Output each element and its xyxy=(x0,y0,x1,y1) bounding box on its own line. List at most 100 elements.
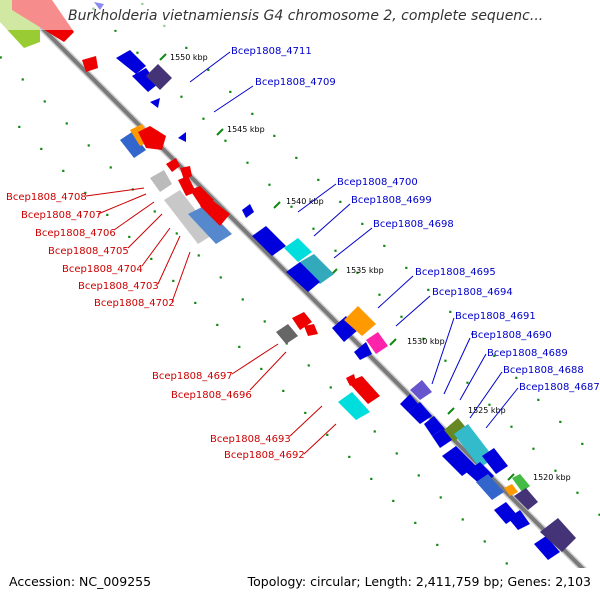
track-dot xyxy=(598,513,600,516)
gene-arrow xyxy=(188,206,232,244)
gene-arrow xyxy=(146,64,172,90)
track-dot xyxy=(515,376,518,379)
gene-arrow xyxy=(348,376,380,404)
tick-label: 1540 kbp xyxy=(286,197,324,206)
track-dot xyxy=(493,354,496,357)
gene-label: Bcep1808_4696 xyxy=(171,390,252,401)
track-dot xyxy=(405,266,408,269)
track-dot xyxy=(471,332,474,335)
track-dot xyxy=(436,543,439,547)
track-dot xyxy=(43,100,46,103)
gene-arrow xyxy=(338,392,370,420)
track-dot xyxy=(422,337,425,340)
gene-arrow xyxy=(534,536,560,560)
gene-label: Bcep1808_4695 xyxy=(415,267,496,278)
track-dot xyxy=(461,518,464,521)
track-dot xyxy=(185,46,188,49)
tick-mark xyxy=(447,407,455,415)
gene-arrow xyxy=(508,510,530,530)
track-dot xyxy=(392,499,395,503)
gene-arrow xyxy=(476,474,504,500)
track-dot xyxy=(466,381,469,384)
gene-arrow xyxy=(276,324,298,344)
track-dot xyxy=(268,183,271,186)
gene-label: Bcep1808_4692 xyxy=(224,450,305,461)
track-dot xyxy=(273,134,276,137)
gene-label: Bcep1808_4702 xyxy=(94,298,175,309)
gene-arrow xyxy=(344,306,376,336)
track-dot xyxy=(251,112,254,115)
track-dot xyxy=(21,78,24,81)
gene-label: Bcep1808_4709 xyxy=(255,77,336,88)
track-dot xyxy=(153,210,156,213)
track-dot xyxy=(414,521,417,525)
track-dot xyxy=(260,367,263,371)
tick-label: 1530 kbp xyxy=(407,337,445,346)
map-title: Burkholderia vietnamiensis G4 chromosome… xyxy=(68,8,544,24)
gene-arrow xyxy=(408,402,432,424)
track-dot xyxy=(197,254,200,257)
track-dot xyxy=(202,117,205,120)
track-dot xyxy=(109,166,112,169)
track-dot xyxy=(87,144,90,147)
gene-label: Bcep1808_4706 xyxy=(35,228,116,239)
track-dot xyxy=(62,169,65,173)
gene-arrow xyxy=(346,374,356,386)
track-dot xyxy=(348,455,351,459)
track-dot xyxy=(427,288,430,291)
gene-arrow xyxy=(164,190,214,244)
track-dot xyxy=(505,562,508,565)
gene-label: Bcep1808_4690 xyxy=(471,330,552,341)
gene-label: Bcep1808_4699 xyxy=(351,195,432,206)
gene-label: Bcep1808_4693 xyxy=(210,434,291,445)
gene-arrow xyxy=(166,158,180,172)
gene-label: Bcep1808_4708 xyxy=(6,192,87,203)
tick-label: 1520 kbp xyxy=(533,473,571,482)
header-background xyxy=(0,0,600,30)
track-dot xyxy=(400,315,403,318)
tick-mark xyxy=(507,473,515,481)
tick-label: 1545 kbp xyxy=(227,125,265,134)
track-dot xyxy=(312,227,315,230)
chromosome-backbone xyxy=(11,0,600,589)
track-dot xyxy=(246,161,249,164)
gene-arrow xyxy=(120,132,146,158)
gene-arrow xyxy=(138,126,166,150)
track-dot xyxy=(224,139,227,142)
gene-label: Bcep1808_4694 xyxy=(432,287,513,298)
gene-arrow xyxy=(150,98,160,108)
track-dot xyxy=(180,95,183,98)
track-dot xyxy=(439,496,442,499)
reverse-gene-labels: Bcep1808_4708 Bcep1808_4707 Bcep1808_470… xyxy=(6,187,337,461)
track-dot xyxy=(40,147,43,151)
gene-arrow xyxy=(284,238,312,262)
track-dot xyxy=(395,452,398,455)
track-dot xyxy=(449,310,452,313)
tick-mark xyxy=(159,53,167,61)
track-dot xyxy=(378,293,381,296)
track-dot xyxy=(238,345,241,349)
track-dot xyxy=(383,244,386,247)
track-dot xyxy=(537,398,540,401)
gene-arrow xyxy=(200,200,230,226)
gene-arrow xyxy=(512,474,530,492)
gene-label: Bcep1808_4689 xyxy=(487,348,568,359)
gene-arrow xyxy=(116,50,146,74)
tick-label: 1525 kbp xyxy=(468,406,506,415)
reverse-strand-genes xyxy=(0,0,380,420)
gene-arrow xyxy=(286,262,320,292)
track-dot xyxy=(317,178,320,181)
track-dot xyxy=(326,433,329,437)
accession-text: Accession: NC_009255 xyxy=(9,574,152,589)
track-dot xyxy=(65,122,68,125)
track-dot xyxy=(194,301,197,305)
gene-arrow xyxy=(514,488,538,510)
position-ticks: 1550 kbp 1545 kbp 1540 kbp 1535 kbp 1530… xyxy=(159,53,571,482)
gene-arrow xyxy=(366,332,388,354)
gene-label: Bcep1808_4691 xyxy=(455,311,536,322)
gene-arrow xyxy=(178,132,186,142)
track-dot xyxy=(559,420,562,423)
gene-label: Bcep1808_4698 xyxy=(373,219,454,230)
